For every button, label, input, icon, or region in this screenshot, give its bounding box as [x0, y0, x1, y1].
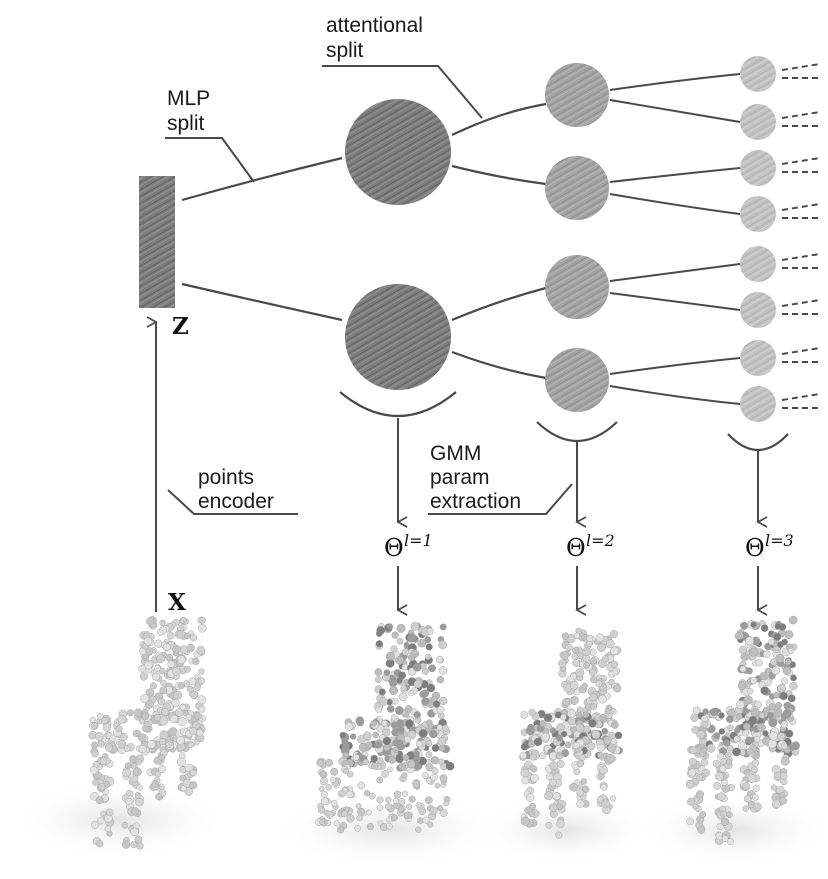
- level1-node-top: [345, 99, 451, 205]
- theta-level1-sup: l=1: [404, 531, 433, 550]
- level3-node: [740, 104, 776, 140]
- l1-l2-connection-4: [451, 350, 547, 380]
- continuation-dashes: [781, 63, 821, 409]
- level3-chair-leg: [712, 752, 735, 845]
- level2-bracket: [536, 421, 618, 442]
- level2-node-4: [545, 348, 609, 412]
- level3-chair-leg: [685, 746, 710, 834]
- level2-node-2: [545, 156, 609, 220]
- theta-level3-sup: l=3: [765, 531, 794, 550]
- mlp-split-label-line1: MLP: [167, 87, 210, 110]
- level3-node: [740, 196, 776, 232]
- level2-chair-leg: [544, 751, 566, 839]
- level3-chair-leg: [767, 727, 790, 809]
- latent-code-z-block: [139, 176, 175, 308]
- level3-node: [740, 292, 776, 328]
- l2-l3-connection-6: [609, 292, 741, 311]
- attentional-split-leader: [322, 65, 483, 119]
- points-encoder-label-line2: encoder: [198, 490, 274, 513]
- input-chair-back: [138, 616, 207, 724]
- level2-node-3: [545, 255, 609, 319]
- level2-chair-leg: [569, 735, 590, 808]
- gmm-label-line3: extraction: [430, 490, 521, 513]
- level1-chair-back: [374, 621, 448, 736]
- l2-l3-connection-7: [609, 357, 741, 375]
- input-chair-leg: [146, 738, 168, 801]
- attentional-split-label-line2: split: [326, 39, 364, 62]
- l2-l3-connection-8: [609, 385, 741, 405]
- l2-l3-connection-3: [609, 167, 741, 183]
- latent-z-label: Z: [172, 313, 189, 340]
- mlp-connection-top: [181, 156, 343, 202]
- theta-level3: Θ: [745, 534, 765, 562]
- theta-level1: Θ: [384, 534, 404, 562]
- l2-l3-connection-4: [609, 193, 741, 215]
- gmm-label-line1: GMM: [430, 442, 481, 465]
- l1-l2-connection-3: [451, 286, 547, 322]
- level3-node: [740, 386, 776, 422]
- attentional-split-label-line1: attentional: [326, 14, 423, 37]
- l2-l3-connection-1: [609, 73, 741, 91]
- level2-chair-leg: [595, 736, 617, 815]
- mlp-split-label-line2: split: [167, 112, 205, 135]
- theta-level2: Θ: [566, 534, 586, 562]
- level3-node: [740, 246, 776, 282]
- level1-bracket: [339, 391, 457, 418]
- level2-chair-leg: [519, 749, 540, 828]
- level2-node-1: [545, 63, 609, 127]
- gmm-leader: [428, 483, 573, 515]
- input-x-label: X: [168, 589, 186, 616]
- input-chair-shadow: [10, 780, 230, 860]
- level1-node-bottom: [345, 284, 451, 390]
- input-chair-leg: [121, 754, 145, 850]
- level3-node: [740, 340, 776, 376]
- input-chair-seat: [88, 708, 206, 756]
- l1-l2-connection-1: [451, 102, 547, 136]
- points-encoder-leader: [167, 489, 298, 515]
- mlp-split-leader: [165, 137, 255, 183]
- l2-l3-connection-5: [609, 263, 741, 282]
- level2-chair-shadow: [475, 796, 655, 864]
- level3-nodes: [740, 56, 776, 422]
- theta-level2-sup: l=2: [586, 531, 615, 550]
- l2-l3-connection-2: [609, 99, 741, 123]
- level3-chair-leg: [739, 744, 762, 813]
- gmm-label-line2: param: [430, 466, 490, 489]
- mlp-connection-bottom: [181, 282, 343, 322]
- level3-chair-shadow: [635, 794, 828, 866]
- points-encoder-label-line1: points: [198, 466, 254, 489]
- l1-l2-connection-2: [451, 164, 547, 186]
- level3-node: [740, 150, 776, 186]
- level1-chair-seat: [338, 716, 455, 772]
- point-cloud-chairs: [10, 615, 828, 868]
- input-chair-leg: [175, 727, 198, 796]
- level1-chair-scatter: [315, 757, 451, 834]
- level2-chair-back: [558, 627, 622, 730]
- level3-bracket: [727, 433, 789, 451]
- input-chair-leg: [90, 744, 115, 848]
- level3-node: [740, 56, 776, 92]
